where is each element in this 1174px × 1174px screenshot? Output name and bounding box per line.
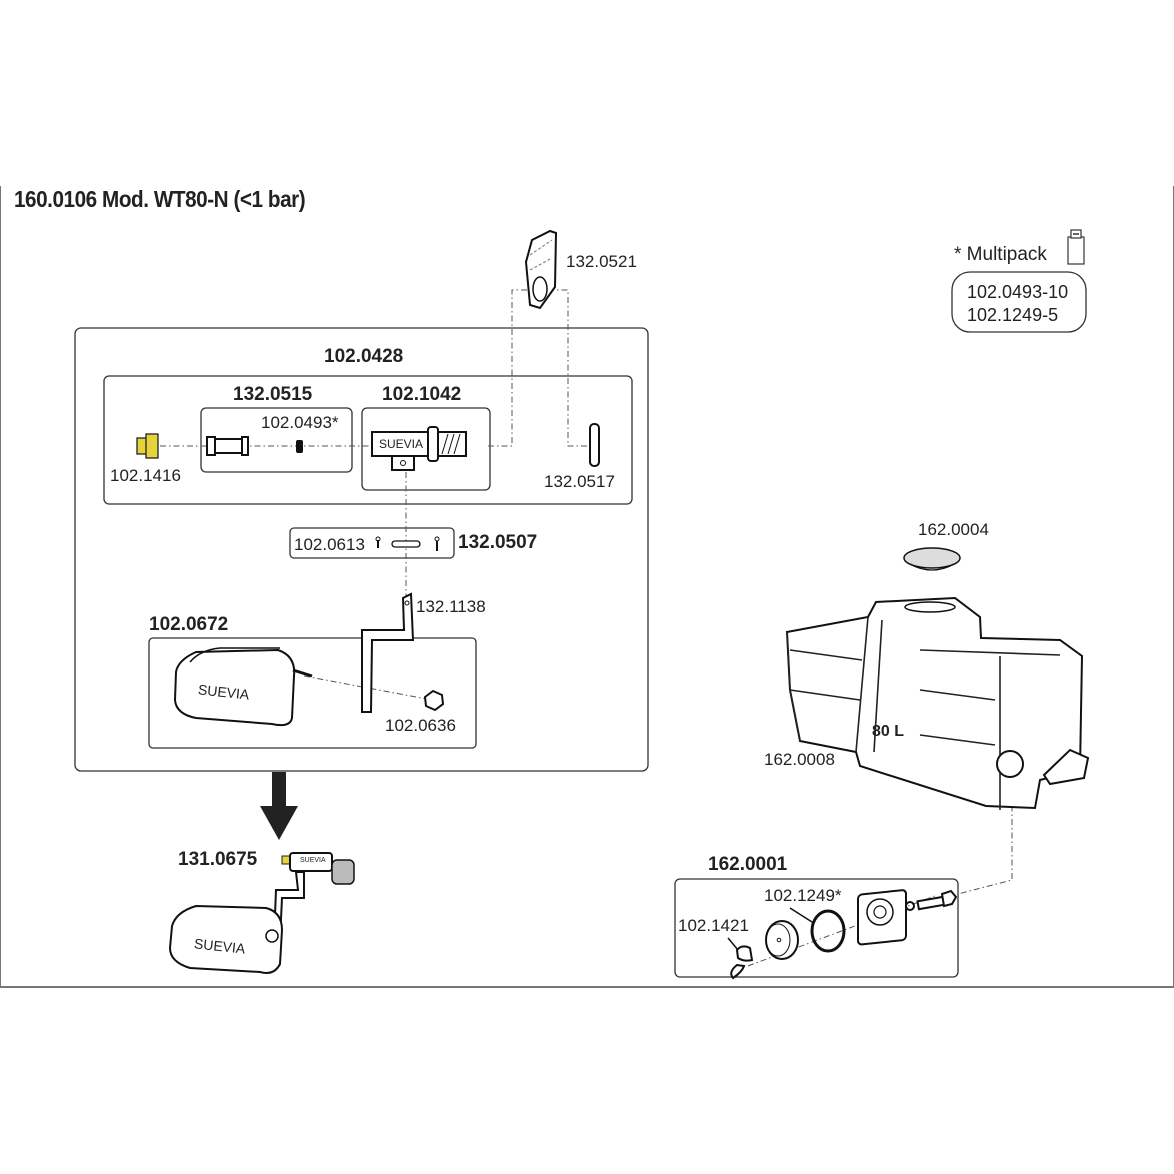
part-label-o-ring: 102.1249* bbox=[764, 886, 842, 905]
capacity-label: 80 L bbox=[872, 723, 905, 740]
drain-plug-part bbox=[765, 920, 799, 960]
multipack-item: 102.0493-10 bbox=[967, 282, 1069, 302]
wing-nut-part bbox=[730, 945, 754, 980]
multipack-box bbox=[951, 271, 1087, 333]
multipack-item: 102.1249-5 bbox=[967, 305, 1059, 325]
axis-line-float bbox=[303, 675, 433, 701]
axis-line-drain bbox=[957, 765, 1013, 895]
split-pin-part bbox=[375, 536, 440, 551]
group-label-pin-set: 132.0507 bbox=[458, 532, 538, 553]
seal-ring-part bbox=[296, 440, 303, 453]
part-label-lever: 132.1138 bbox=[416, 597, 486, 616]
page-title: 160.0106 Mod. WT80-N (<1 bar) bbox=[14, 186, 306, 212]
group-box-132-0515 bbox=[200, 407, 353, 473]
flange-part bbox=[857, 889, 907, 946]
multipack-heading: * Multipack bbox=[954, 244, 1047, 265]
part-label-seal-ring: 102.0493* bbox=[261, 413, 339, 432]
leader-o-ring bbox=[789, 907, 813, 923]
group-box-132-0507 bbox=[289, 527, 455, 559]
brand-mark-valve-complete: SUEVIA bbox=[300, 857, 326, 864]
group-box-102-0428 bbox=[103, 375, 633, 505]
o-ring-part bbox=[810, 909, 846, 953]
float-part bbox=[173, 647, 313, 727]
brand-mark-valve: SUEVIA bbox=[379, 437, 424, 451]
nut-part bbox=[589, 423, 600, 467]
part-label-nozzle: 102.1416 bbox=[110, 466, 181, 485]
axis-line-bracket bbox=[488, 289, 588, 447]
trough-part bbox=[785, 596, 1090, 810]
group-box-main bbox=[74, 327, 649, 772]
part-label-wing-nut: 102.1421 bbox=[678, 916, 749, 935]
cartridge-part bbox=[206, 436, 249, 456]
group-box-102-0672 bbox=[148, 637, 477, 749]
nozzle-part bbox=[136, 433, 159, 459]
part-label-bracket: 132.0521 bbox=[566, 252, 637, 271]
lock-nut-part bbox=[423, 689, 445, 712]
lever-part bbox=[361, 592, 415, 713]
group-label-complete-valve: 131.0675 bbox=[178, 849, 258, 870]
part-label-split-pin: 102.0613 bbox=[294, 535, 365, 554]
group-label-cartridge: 132.0515 bbox=[233, 384, 313, 405]
valve-body-part bbox=[371, 426, 467, 471]
group-label-valve-body: 102.1042 bbox=[382, 384, 462, 405]
part-label-trough: 162.0008 bbox=[764, 750, 835, 769]
bracket-part bbox=[524, 229, 558, 310]
bolt-part bbox=[916, 889, 958, 911]
lid-part bbox=[903, 547, 961, 571]
part-label-lock-nut: 102.0636 bbox=[385, 716, 456, 735]
part-label-lid: 162.0004 bbox=[918, 520, 989, 539]
down-arrow-icon bbox=[260, 772, 298, 840]
leader-wing-nut bbox=[727, 937, 739, 951]
package-box-icon bbox=[1067, 229, 1085, 265]
group-box-102-1042 bbox=[361, 407, 491, 491]
washer-part bbox=[905, 901, 915, 911]
group-label-main-assembly: 102.0428 bbox=[324, 346, 404, 367]
group-label-drain-set: 162.0001 bbox=[708, 854, 788, 875]
complete-valve-part bbox=[168, 852, 355, 974]
group-label-float-set: 102.0672 bbox=[149, 614, 229, 635]
group-box-162-0001 bbox=[674, 878, 959, 978]
part-label-nut: 132.0517 bbox=[544, 472, 615, 491]
